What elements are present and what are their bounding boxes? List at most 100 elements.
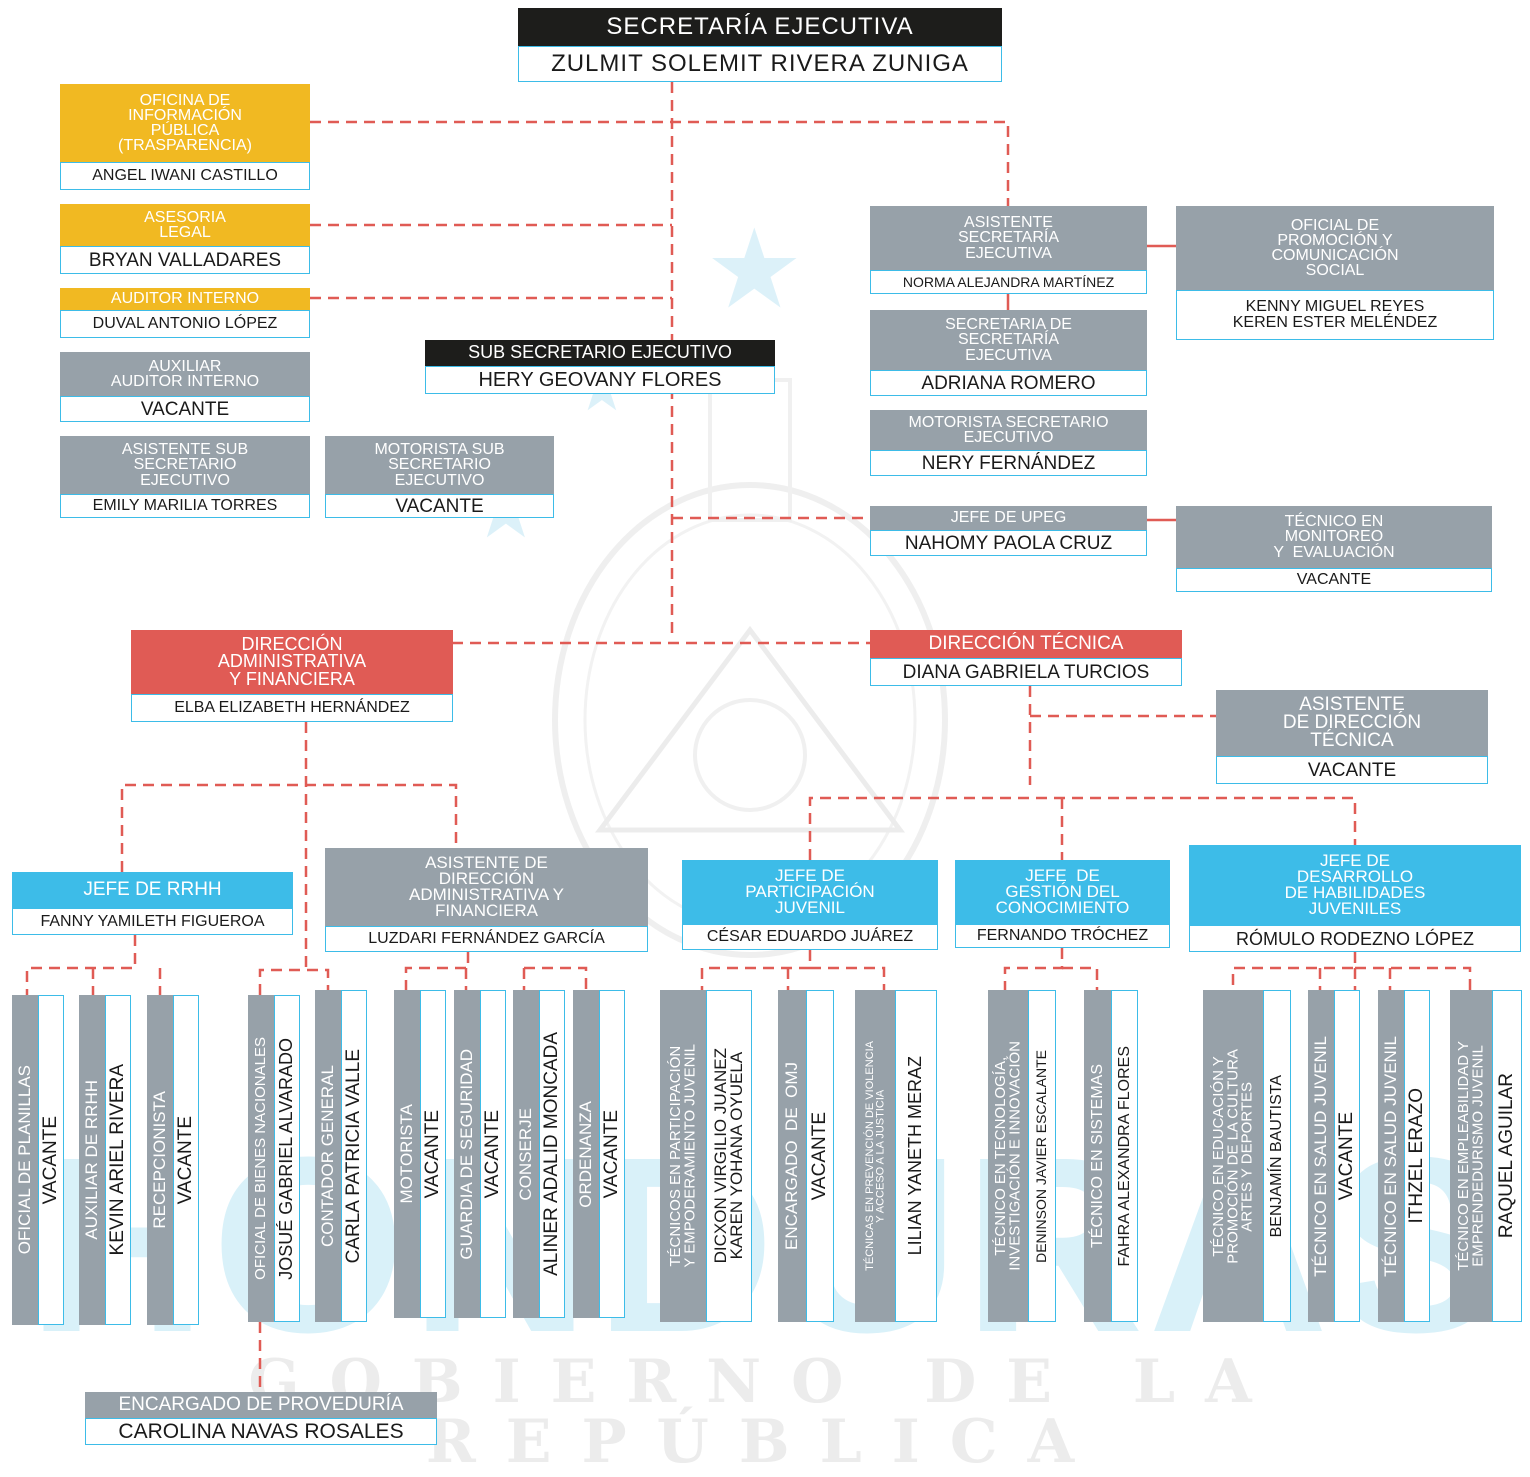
encargado-proveduria-box: ENCARGADO DE PROVEDURÍA CAROLINA NAVAS R… xyxy=(85,1392,437,1445)
motorista-sub-secretario-title: MOTORISTA SUB SECRETARIO EJECUTIVO xyxy=(325,436,554,494)
secretaria-ejecutiva-box: SECRETARÍA EJECUTIVA ZULMIT SOLEMIT RIVE… xyxy=(518,8,1002,82)
tecnico-monitoreo-name: VACANTE xyxy=(1176,568,1492,592)
direccion-administrativa-name: ELBA ELIZABETH HERNÁNDEZ xyxy=(131,694,453,722)
direccion-tecnica-title: DIRECCIÓN TÉCNICA xyxy=(870,630,1182,658)
staff-title-text: ENCARGADO DE OMJ xyxy=(781,1062,801,1250)
staff-card: TÉCNICO EN SALUD JUVENIL VACANTE xyxy=(1308,990,1360,1322)
asesoria-legal-box: ASESORIA LEGAL BRYAN VALLADARES xyxy=(60,204,310,274)
asistente-sub-secretario-title: ASISTENTE SUB SECRETARIO EJECUTIVO xyxy=(60,436,310,494)
staff-name-text: VACANTE xyxy=(39,1115,61,1205)
staff-title-text: CONTADOR GENERAL xyxy=(317,1065,337,1247)
staff-name: VACANTE xyxy=(480,990,506,1318)
asesoria-legal-name: BRYAN VALLADARES xyxy=(60,246,310,274)
staff-title-text: TÉCNICO EN TECNOLOGÍA, INVESTIGACIÓN E I… xyxy=(991,1041,1023,1271)
star-icon: ★ xyxy=(705,208,804,331)
staff-title-text: AUXILIAR DE RRHH xyxy=(81,1080,101,1240)
auxiliar-auditor-box: AUXILIAR AUDITOR INTERNO VACANTE xyxy=(60,352,310,422)
staff-name-text: ALINER ADALID MONCADA xyxy=(540,1032,562,1276)
staff-title: TÉCNICAS EN PREVENCIÓN DE VIOLENCIA Y AC… xyxy=(855,990,895,1322)
staff-title-text: TÉCNICO EN SALUD JUVENIL xyxy=(1380,1035,1400,1277)
staff-name-text: DICXON VIRGILIO JUANEZ KAREN YOHANA OYUE… xyxy=(710,1048,746,1264)
jefe-upeg-box: JEFE DE UPEG NAHOMY PAOLA CRUZ xyxy=(870,506,1147,556)
staff-title: TÉCNICO EN EMPLEABILIDAD Y EMPRENDEDURIS… xyxy=(1450,990,1492,1322)
staff-title-text: ORDENANZA xyxy=(575,1100,595,1208)
jefe-gestion-name: FERNANDO TRÓCHEZ xyxy=(955,924,1170,948)
auditor-interno-box: AUDITOR INTERNO DUVAL ANTONIO LÓPEZ xyxy=(60,288,310,338)
staff-card: TÉCNICO EN SISTEMAS FAHRA ALEXANDRA FLOR… xyxy=(1084,990,1138,1322)
oficial-promocion-title: OFICIAL DE PROMOCIÓN Y COMUNICACIÓN SOCI… xyxy=(1176,206,1494,290)
staff-name-text: FAHRA ALEXANDRA FLORES xyxy=(1115,1045,1133,1267)
jefe-participacion-name: CÉSAR EDUARDO JUÁREZ xyxy=(682,924,938,950)
staff-card: GUARDIA DE SEGURIDAD VACANTE xyxy=(454,990,506,1318)
staff-title-text: TÉCNICAS EN PREVENCIÓN DE VIOLENCIA Y AC… xyxy=(863,1041,886,1271)
secretaria-secretaria-name: ADRIANA ROMERO xyxy=(870,370,1147,396)
secretaria-secretaria-title: SECRETARIA DE SECRETARÍA EJECUTIVA xyxy=(870,310,1147,370)
staff-card: OFICIAL DE BIENES NACIONALES JOSUÉ GABRI… xyxy=(248,995,300,1322)
staff-name-text: VACANTE xyxy=(421,1109,443,1199)
staff-name-text: RAQUEL AGUILAR xyxy=(1495,1073,1517,1239)
jefe-gestion-box: JEFE DE GESTIÓN DEL CONOCIMIENTO FERNAND… xyxy=(955,860,1170,948)
staff-name: LILIAN YANETH MERAZ xyxy=(895,990,937,1322)
asistente-direccion-administrativa-name: LUZDARI FERNÁNDEZ GARCÍA xyxy=(325,926,648,952)
oficina-informacion-publica-title: OFICINA DE INFORMACIÓN PÚBLICA (TRASPARE… xyxy=(60,84,310,162)
asesoria-legal-title: ASESORIA LEGAL xyxy=(60,204,310,246)
jefe-habilidades-box: JEFE DE DESARROLLO DE HABILIDADES JUVENI… xyxy=(1189,845,1521,952)
secretaria-secretaria-box: SECRETARIA DE SECRETARÍA EJECUTIVA ADRIA… xyxy=(870,310,1147,396)
motorista-sub-secretario-name: VACANTE xyxy=(325,494,554,518)
auxiliar-auditor-name: VACANTE xyxy=(60,396,310,422)
staff-name: VACANTE xyxy=(1334,990,1360,1322)
oficina-informacion-publica-name: ANGEL IWANI CASTILLO xyxy=(60,162,310,190)
asistente-sub-secretario-box: ASISTENTE SUB SECRETARIO EJECUTIVO EMILY… xyxy=(60,436,310,518)
direccion-tecnica-box: DIRECCIÓN TÉCNICA DIANA GABRIELA TURCIOS xyxy=(870,630,1182,686)
auditor-interno-title: AUDITOR INTERNO xyxy=(60,288,310,310)
staff-title-text: TÉCNICO EN EDUCACIÓN Y PROMOCIÓN DE LA C… xyxy=(1209,1048,1256,1264)
staff-name: ALINER ADALID MONCADA xyxy=(539,990,565,1318)
staff-title-text: RECEPCIONISTA xyxy=(149,1091,169,1229)
motorista-secretario-name: NERY FERNÁNDEZ xyxy=(870,450,1147,476)
staff-name-text: VACANTE xyxy=(174,1115,196,1205)
asistente-secretaria-box: ASISTENTE SECRETARÍA EJECUTIVA NORMA ALE… xyxy=(870,206,1147,294)
asistente-direccion-administrativa-title: ASISTENTE DE DIRECCIÓN ADMINISTRATIVA Y … xyxy=(325,848,648,926)
staff-card: OFICIAL DE PLANILLAS VACANTE xyxy=(12,995,64,1325)
staff-title: TÉCNICO EN TECNOLOGÍA, INVESTIGACIÓN E I… xyxy=(988,990,1028,1322)
staff-name-text: VACANTE xyxy=(481,1109,503,1199)
staff-name: BENJAMÍN BAUTISTA xyxy=(1263,990,1291,1322)
staff-title: CONSERJE xyxy=(513,990,539,1318)
staff-card: TÉCNICO EN EMPLEABILIDAD Y EMPRENDEDURIS… xyxy=(1450,990,1522,1322)
motorista-secretario-title: MOTORISTA SECRETARIO EJECUTIVO xyxy=(870,410,1147,450)
staff-card: MOTORISTA VACANTE xyxy=(394,990,446,1318)
asistente-direccion-tecnica-title: ASISTENTE DE DIRECCIÓN TÉCNICA xyxy=(1216,690,1488,756)
staff-name-text: VACANTE xyxy=(1335,1111,1357,1201)
jefe-gestion-title: JEFE DE GESTIÓN DEL CONOCIMIENTO xyxy=(955,860,1170,924)
staff-name: VACANTE xyxy=(38,995,64,1325)
direccion-tecnica-name: DIANA GABRIELA TURCIOS xyxy=(870,658,1182,686)
staff-title: TÉCNICO EN SALUD JUVENIL xyxy=(1308,990,1334,1322)
staff-name: KEVIN ARIEL RIVERA xyxy=(105,995,131,1325)
staff-title: TÉCNICO EN EDUCACIÓN Y PROMOCIÓN DE LA C… xyxy=(1203,990,1263,1322)
staff-title-text: OFICIAL DE PLANILLAS xyxy=(14,1065,34,1255)
staff-card: TÉCNICO EN EDUCACIÓN Y PROMOCIÓN DE LA C… xyxy=(1203,990,1291,1322)
secretaria-ejecutiva-name: ZULMIT SOLEMIT RIVERA ZUNIGA xyxy=(518,46,1002,82)
jefe-rrhh-name: FANNY YAMILETH FIGUEROA xyxy=(12,908,293,935)
staff-card: ENCARGADO DE OMJ VACANTE xyxy=(778,990,834,1322)
staff-title-text: OFICIAL DE BIENES NACIONALES xyxy=(251,1037,269,1280)
staff-title: TÉCNICO EN SALUD JUVENIL xyxy=(1378,990,1404,1322)
staff-title-text: TÉCNICO EN EMPLEABILIDAD Y EMPRENDEDURIS… xyxy=(1454,1041,1486,1271)
sub-secretario-ejecutivo-box: SUB SECRETARIO EJECUTIVO HERY GEOVANY FL… xyxy=(425,340,775,394)
staff-name: DICXON VIRGILIO JUANEZ KAREN YOHANA OYUE… xyxy=(706,990,752,1322)
sub-secretario-ejecutivo-name: HERY GEOVANY FLORES xyxy=(425,366,775,394)
asistente-direccion-administrativa-box: ASISTENTE DE DIRECCIÓN ADMINISTRATIVA Y … xyxy=(325,848,648,952)
auditor-interno-name: DUVAL ANTONIO LÓPEZ xyxy=(60,310,310,338)
staff-name-text: DENINSON JAVIER ESCALANTE xyxy=(1033,1049,1050,1263)
staff-title: ORDENANZA xyxy=(573,990,599,1318)
jefe-upeg-title: JEFE DE UPEG xyxy=(870,506,1147,530)
tecnico-monitoreo-box: TÉCNICO EN MONITOREO Y EVALUACIÓN VACANT… xyxy=(1176,506,1492,592)
motorista-secretario-box: MOTORISTA SECRETARIO EJECUTIVO NERY FERN… xyxy=(870,410,1147,476)
staff-title-text: GUARDIA DE SEGURIDAD xyxy=(456,1048,476,1260)
asistente-secretaria-name: NORMA ALEJANDRA MARTÍNEZ xyxy=(870,270,1147,294)
staff-name: JOSUÉ GABRIEL ALVARADO xyxy=(274,995,300,1322)
encargado-proveduria-name: CAROLINA NAVAS ROSALES xyxy=(85,1418,437,1445)
staff-card: TÉCNICO EN SALUD JUVENIL ITHZEL ERAZO xyxy=(1378,990,1430,1322)
staff-title-text: MOTORISTA xyxy=(396,1104,416,1204)
staff-name-text: BENJAMÍN BAUTISTA xyxy=(1268,1074,1286,1238)
